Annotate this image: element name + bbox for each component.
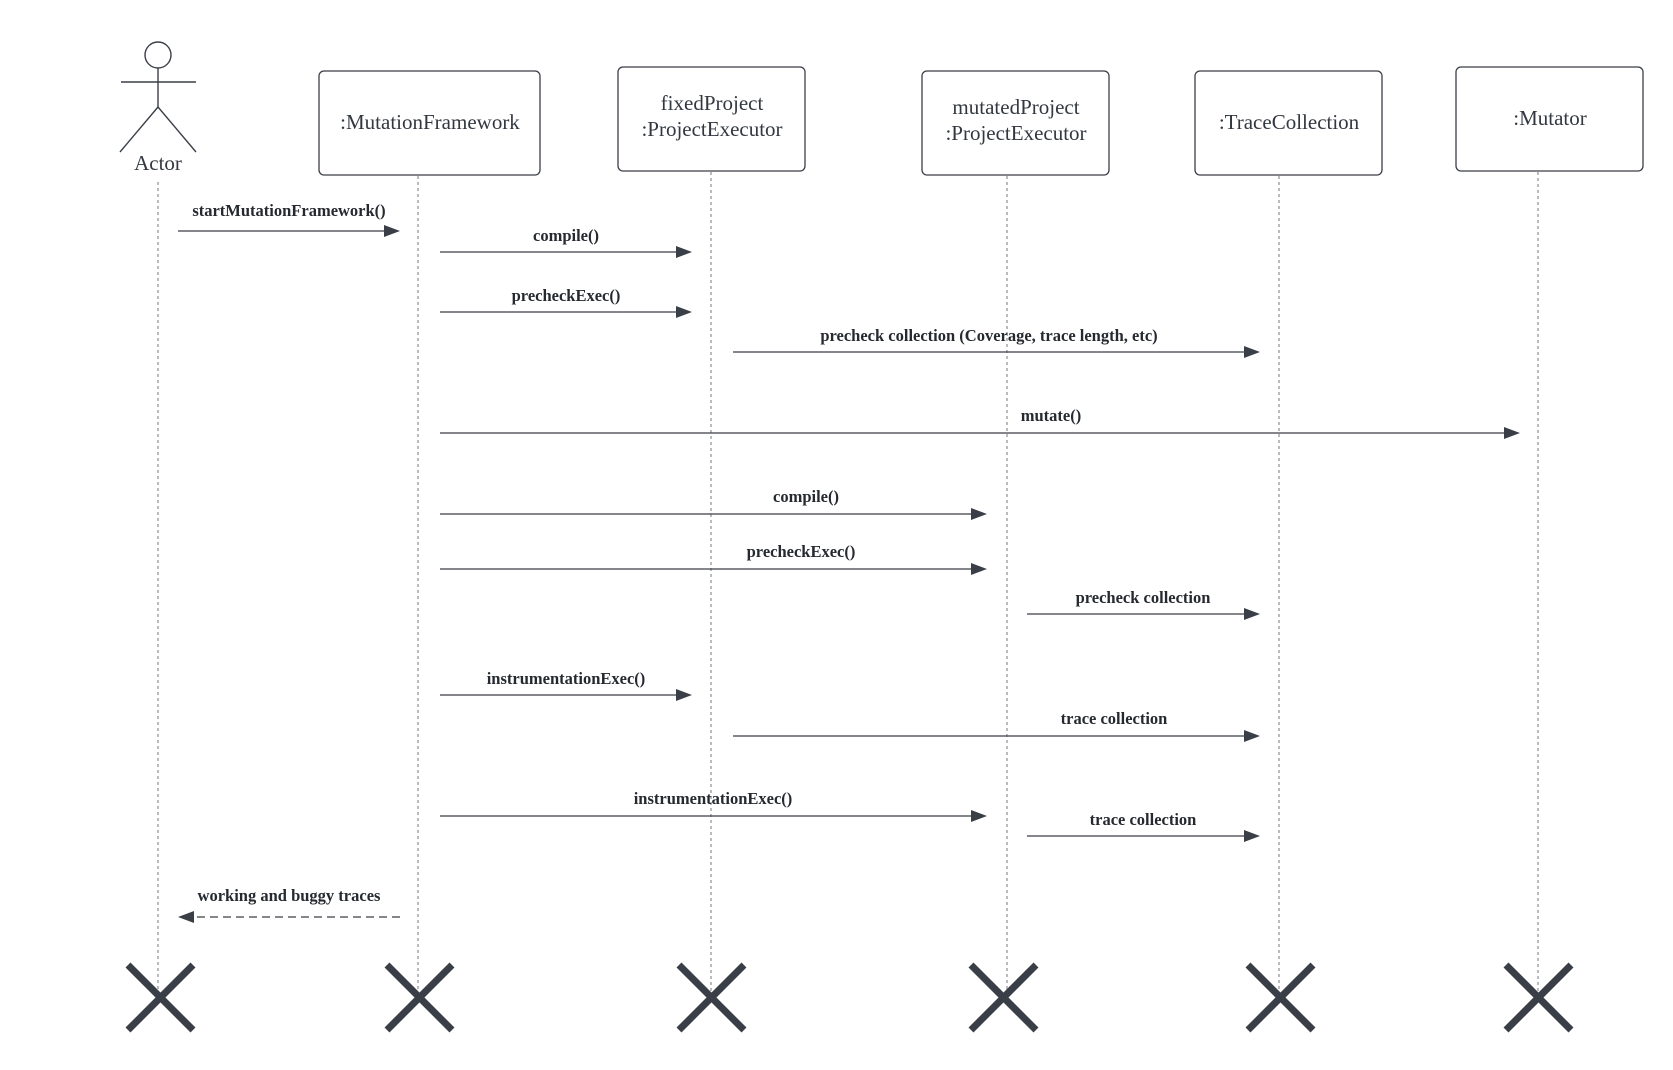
destroy-marker-fixed-project bbox=[676, 962, 747, 1033]
destroy-marker-mutation-framework bbox=[384, 962, 455, 1033]
message-label: instrumentationExec() bbox=[487, 669, 646, 688]
message-instrumentation-exec-mutated: instrumentationExec() bbox=[440, 789, 987, 822]
actor-left-leg bbox=[119, 106, 159, 153]
message-return-traces: working and buggy traces bbox=[178, 886, 400, 923]
participant-mutation-framework: :MutationFramework bbox=[318, 70, 541, 176]
message-label: precheckExec() bbox=[512, 286, 621, 305]
message-label: trace collection bbox=[1061, 709, 1168, 728]
participant-label-line1: fixedProject bbox=[661, 91, 764, 115]
message-label: mutate() bbox=[1021, 406, 1081, 425]
destroy-marker-trace-collection bbox=[1245, 962, 1316, 1033]
message-instrumentation-exec-fixed: instrumentationExec() bbox=[440, 669, 692, 701]
message-label: instrumentationExec() bbox=[634, 789, 793, 808]
message-label: trace collection bbox=[1090, 810, 1197, 829]
destroy-marker-actor bbox=[125, 962, 196, 1033]
participant-label-line2: :ProjectExecutor bbox=[945, 121, 1086, 145]
message-precheck-collection-mutated: precheck collection bbox=[1027, 588, 1260, 620]
participant-trace-collection: :TraceCollection bbox=[1194, 70, 1383, 176]
message-label: working and buggy traces bbox=[198, 886, 381, 905]
participant-mutator: :Mutator bbox=[1455, 66, 1644, 172]
message-compile-fixed: compile() bbox=[440, 226, 692, 258]
participant-label: :TraceCollection bbox=[1219, 110, 1360, 134]
message-start-mutation-framework: startMutationFramework() bbox=[178, 201, 400, 237]
participant-label-line1: mutatedProject bbox=[952, 95, 1079, 119]
message-label: precheck collection bbox=[1076, 588, 1211, 607]
participant-fixed-project: fixedProject :ProjectExecutor bbox=[617, 66, 806, 172]
actor-label: Actor bbox=[134, 151, 182, 175]
actor-right-leg bbox=[157, 106, 197, 153]
message-label: precheck collection (Coverage, trace len… bbox=[820, 326, 1157, 345]
participant-label: :Mutator bbox=[1513, 106, 1587, 130]
message-label: compile() bbox=[773, 487, 839, 506]
message-precheck-exec-mutated: precheckExec() bbox=[440, 542, 987, 575]
participant-label-line2: :ProjectExecutor bbox=[641, 117, 782, 141]
message-mutate: mutate() bbox=[440, 406, 1520, 439]
message-precheck-exec-fixed: precheckExec() bbox=[440, 286, 692, 318]
destroy-marker-mutator bbox=[1503, 962, 1574, 1033]
message-compile-mutated: compile() bbox=[440, 487, 987, 520]
actor-head bbox=[144, 41, 172, 69]
actor-figure bbox=[119, 41, 197, 153]
message-label: compile() bbox=[533, 226, 599, 245]
participant-label: :MutationFramework bbox=[340, 110, 520, 134]
message-precheck-collection-fixed: precheck collection (Coverage, trace len… bbox=[733, 326, 1260, 358]
message-label: precheckExec() bbox=[747, 542, 856, 561]
message-trace-collection-fixed: trace collection bbox=[733, 709, 1260, 742]
message-label: startMutationFramework() bbox=[192, 201, 385, 220]
destroy-marker-mutated-project bbox=[968, 962, 1039, 1033]
message-trace-collection-mutated: trace collection bbox=[1027, 810, 1260, 842]
participant-mutated-project: mutatedProject :ProjectExecutor bbox=[921, 70, 1110, 176]
